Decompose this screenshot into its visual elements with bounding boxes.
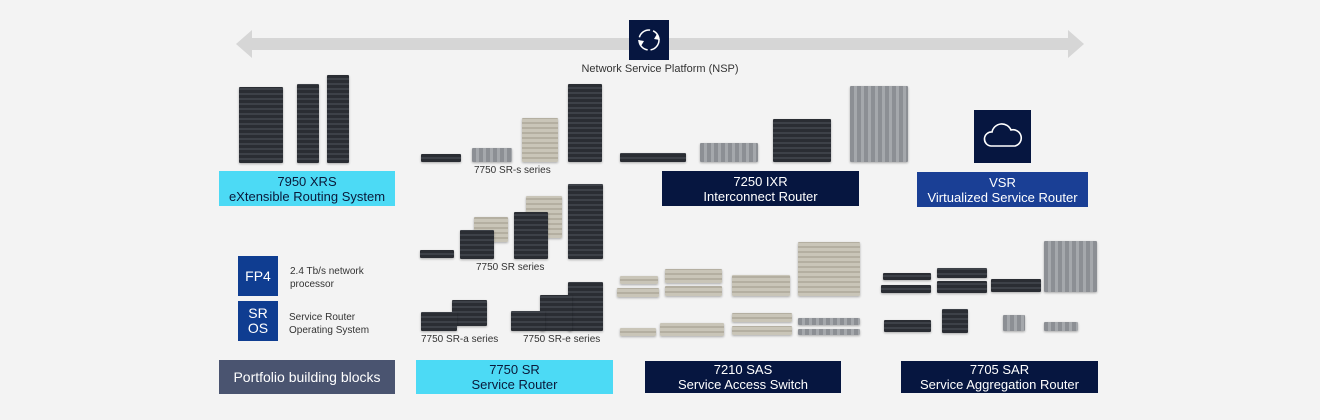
device-image [514,212,548,259]
device-image [421,154,461,162]
caption-sr-s: 7750 SR-s series [474,165,551,176]
product-name: 7750 SR [489,362,540,377]
product-7705-sar[interactable]: 7705 SAR Service Aggregation Router [901,361,1098,393]
fp4-chip: FP4 [238,256,278,296]
sros-desc-line: Operating System [289,325,370,336]
device-image [700,143,758,162]
device-image [665,286,722,296]
device-image [937,281,987,293]
device-image [884,320,931,332]
device-image [420,250,454,258]
device-image [881,285,931,293]
fp4-desc-line: 2.4 Tb/s network [290,266,364,277]
device-image [620,328,656,336]
device-image [773,119,831,162]
product-7750-sr[interactable]: 7750 SR Service Router [416,360,613,394]
device-image [798,329,860,335]
device-image [937,268,987,278]
device-image [732,275,790,296]
product-name: 7250 IXR [733,173,788,189]
device-image [617,288,659,297]
product-desc: Service Router [471,377,558,392]
vsr-icon-box [974,110,1031,163]
sros-desc: Service Router Operating System [289,311,369,337]
nsp-icon [629,20,669,60]
fp4-desc: 2.4 Tb/s network processor [290,265,364,291]
product-desc: Service Access Switch [677,377,809,392]
device-image [732,313,792,322]
device-image [620,153,686,162]
product-desc: Virtualized Service Router [927,189,1078,205]
device-image [460,230,494,259]
device-image [798,242,860,296]
product-name: 7705 SAR [969,362,1030,377]
product-name: 7210 SAS [713,362,773,377]
sros-desc-line: Service Router [289,312,356,323]
device-image [568,282,603,331]
caption-sr-a: 7750 SR-a series [421,334,499,345]
device-image [327,75,349,163]
product-name: VSR [989,174,1016,190]
product-name: 7950 XRS [277,173,337,189]
fp4-desc-line: processor [290,279,334,290]
device-image [568,84,602,162]
device-image [239,87,283,163]
device-image [1044,241,1097,292]
device-image [798,318,860,325]
product-desc: eXtensible Routing System [228,188,386,204]
device-image [660,323,724,336]
device-image [522,118,558,162]
device-image [297,84,319,163]
product-7950-xrs[interactable]: 7950 XRS eXtensible Routing System [219,171,395,206]
portfolio-building-blocks: Portfolio building blocks [219,360,395,394]
device-image [472,148,512,162]
nsp-label: Network Service Platform (NSP) [581,63,739,75]
device-image [883,273,931,280]
device-image [568,184,603,259]
device-image [942,309,968,333]
product-vsr[interactable]: VSR Virtualized Service Router [917,172,1088,207]
caption-sr-e: 7750 SR-e series [523,334,601,345]
device-image [452,300,487,326]
device-image [540,295,572,331]
device-image [511,311,545,331]
sros-chip-line: SR [248,305,268,321]
sros-chip: SR OS [238,301,278,341]
product-7210-sas[interactable]: 7210 SAS Service Access Switch [645,361,841,393]
device-image [850,86,908,162]
product-desc: Interconnect Router [703,188,818,204]
device-image [1003,315,1025,331]
device-image [1044,322,1078,331]
device-image [421,312,457,331]
product-7250-ixr[interactable]: 7250 IXR Interconnect Router [662,171,859,206]
device-image [665,269,722,283]
device-image [732,326,792,335]
device-image [620,276,658,284]
caption-sr: 7750 SR series [476,262,545,273]
sros-chip-line: OS [247,320,269,336]
device-image [991,279,1041,292]
sync-cycle-icon [638,29,660,51]
product-desc: Service Aggregation Router [920,377,1079,392]
cloud-icon [983,123,1023,147]
